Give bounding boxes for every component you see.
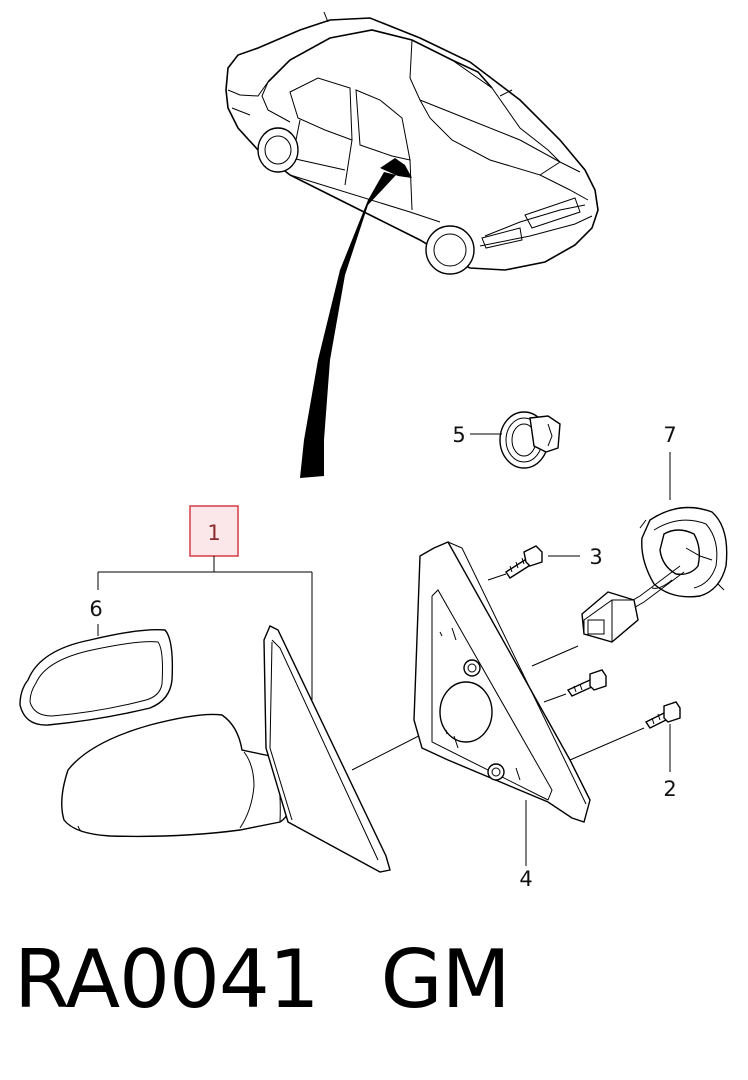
brand-label: GM [380,933,511,1026]
callout-label-2[interactable]: 2 [663,777,676,801]
mirror-glass [19,629,174,726]
lower-nut [487,763,505,781]
part-code: RA0041 [14,933,320,1026]
leader-bolt3-bracket [487,573,507,581]
pointer-arrow [300,172,396,478]
callout-label-4[interactable]: 4 [519,867,532,891]
mirror-housing [61,713,293,838]
upper-nut [463,659,481,677]
callout-label-3[interactable]: 3 [589,545,602,569]
leader-lines [97,556,313,700]
mirror-base [263,625,391,873]
leader-bolt2-bracket [569,727,645,761]
footer-code: RA0041 GM [14,933,511,1026]
callout-label-7[interactable]: 7 [663,423,676,447]
grommet [499,411,561,469]
car-illustration [225,11,599,275]
callout-label-6[interactable]: 6 [89,597,102,621]
bracket [413,541,591,823]
bolt-middle [566,669,607,697]
mirror-motor [639,506,728,598]
leader-middle-bolt [543,693,567,703]
connector [581,591,639,643]
leader-connector-bracket [531,645,579,667]
bolt-upper [505,545,543,579]
callout-label-1[interactable]: 1 [207,521,220,545]
highlight-box [189,505,239,557]
callout-label-5[interactable]: 5 [452,423,465,447]
bolt-lower [644,701,681,729]
